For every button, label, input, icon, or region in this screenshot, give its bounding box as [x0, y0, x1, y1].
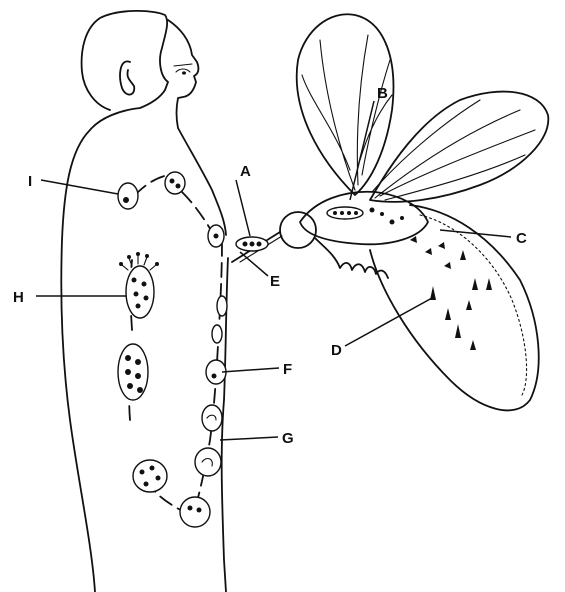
label-h: H [13, 289, 24, 306]
label-f: F [283, 361, 292, 378]
mosquito-figure [232, 14, 548, 410]
label-d: D [331, 342, 342, 359]
label-b: B [377, 85, 388, 102]
label-g: G [282, 430, 294, 447]
label-e: E [270, 273, 280, 290]
label-c: C [516, 230, 527, 247]
label-i: I [28, 173, 32, 190]
label-a: A [240, 163, 251, 180]
parasite-stages [118, 172, 268, 527]
